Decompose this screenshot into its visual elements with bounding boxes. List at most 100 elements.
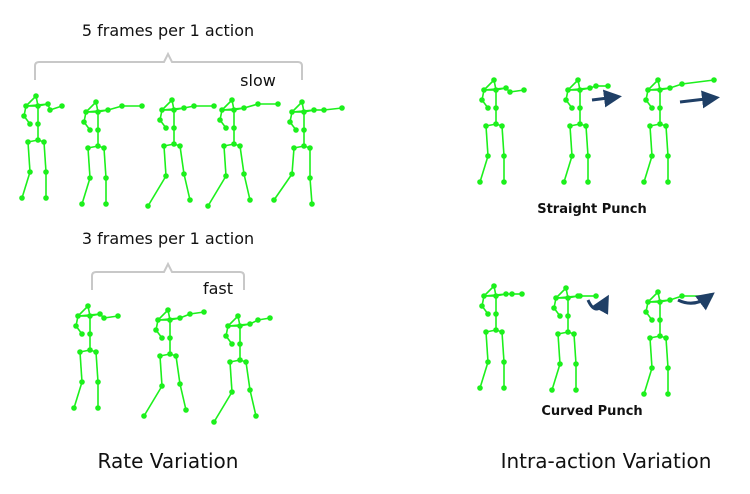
skeleton-joint [657, 87, 663, 93]
skeleton-joint [181, 171, 187, 177]
skeleton-joint [231, 141, 237, 147]
skeleton-joint [647, 123, 653, 129]
skeleton-curved-punch-frame-1 [477, 283, 525, 391]
skeleton-joint [145, 203, 151, 209]
skeleton-joint [641, 391, 647, 397]
skeleton-joint [573, 361, 579, 367]
skeleton-joint [191, 103, 197, 109]
skeleton-joint [75, 313, 81, 319]
skeleton-joint [577, 121, 583, 127]
skeleton-joint [485, 311, 491, 317]
skeleton-joint [501, 385, 507, 391]
skeleton-joint [43, 169, 49, 175]
skeleton-joint [171, 141, 177, 147]
skeleton-joint [493, 121, 499, 127]
skeleton-joint [77, 349, 83, 355]
skeleton-bone [485, 125, 489, 157]
skeleton-joint [25, 139, 31, 145]
skeleton-joint [95, 405, 101, 411]
fast-group-bracket [91, 261, 245, 290]
skeleton-bone [73, 381, 83, 409]
skeleton-bone [249, 389, 257, 417]
arrow-layer [586, 89, 720, 315]
skeleton-joint [79, 379, 85, 385]
skeleton-joint [83, 109, 89, 115]
skeleton-joint [85, 303, 91, 309]
skeleton-joint [321, 107, 327, 113]
skeleton-joint [237, 143, 243, 149]
skeleton-joint [519, 291, 525, 297]
skeleton-joint [499, 329, 505, 335]
skeleton-fast-frame-3 [211, 313, 273, 425]
skeleton-joint [561, 179, 567, 185]
skeleton-joint [493, 87, 499, 93]
skeleton-joint [575, 77, 581, 83]
skeleton-joint [79, 331, 85, 337]
skeleton-joint [593, 83, 599, 89]
skeleton-joint [243, 359, 249, 365]
skeleton-joint [663, 123, 669, 129]
skeleton-joint [93, 99, 99, 105]
skeleton-joint [503, 291, 509, 297]
skeleton-bone [479, 361, 489, 389]
skeleton-joint [119, 103, 125, 109]
skeleton-joint [241, 171, 247, 177]
skeleton-joint [565, 329, 571, 335]
skeleton-joint [155, 317, 161, 323]
skeleton-joint [201, 309, 207, 315]
skeleton-bone [183, 173, 191, 201]
skeleton-joint [493, 293, 499, 299]
skeleton-joint [27, 121, 33, 127]
skeleton-joint [493, 327, 499, 333]
skeleton-joint [577, 87, 583, 93]
skeleton-joint [299, 99, 305, 105]
skeleton-joint [667, 297, 673, 303]
skeleton-joint [585, 179, 591, 185]
skeleton-joint [711, 77, 717, 83]
skeleton-joint [491, 77, 497, 83]
skeleton-joint [71, 405, 77, 411]
skeleton-joint [585, 153, 591, 159]
skeleton-bone [179, 145, 185, 175]
skeleton-joint [219, 107, 225, 113]
skeleton-joint [165, 307, 171, 313]
skeleton-joint [301, 109, 307, 115]
skeleton-bone [147, 175, 167, 207]
skeleton-joint [85, 145, 91, 151]
skeleton-bone [665, 125, 669, 157]
skeleton-bone [585, 125, 589, 157]
skeleton-joint [87, 175, 93, 181]
skeleton-joint [87, 331, 93, 337]
skeleton-joint [577, 105, 583, 111]
skeleton-joint [649, 105, 655, 111]
skeleton-joint [311, 107, 317, 113]
skeleton-bone [681, 79, 715, 85]
slow-group-bracket [34, 51, 303, 80]
skeleton-joint [571, 331, 577, 337]
skeleton-joint [649, 153, 655, 159]
skeleton-slow-frame-1 [19, 93, 65, 201]
skeleton-joint [167, 317, 173, 323]
skeleton-joint [241, 105, 247, 111]
skeleton-joint [187, 197, 193, 203]
skeleton-joint [87, 313, 93, 319]
skeleton-joint [291, 145, 297, 151]
skeleton-joint [593, 293, 599, 299]
skeleton-joint [223, 333, 229, 339]
skeleton-joint [103, 175, 109, 181]
skeleton-joint [103, 201, 109, 207]
skeleton-joint [59, 103, 65, 109]
skeleton-joint [649, 365, 655, 371]
skeleton-joint [23, 103, 29, 109]
skeleton-joint [521, 87, 527, 93]
skeleton-joint [161, 143, 167, 149]
skeleton-joint [229, 389, 235, 395]
skeleton-joint [565, 313, 571, 319]
skeleton-joint [481, 87, 487, 93]
skeleton-joint [247, 321, 253, 327]
skeleton-slow-frame-4 [205, 97, 281, 209]
skeleton-bone [229, 361, 233, 393]
skeleton-bone [207, 175, 227, 207]
skeleton-joint [187, 311, 193, 317]
